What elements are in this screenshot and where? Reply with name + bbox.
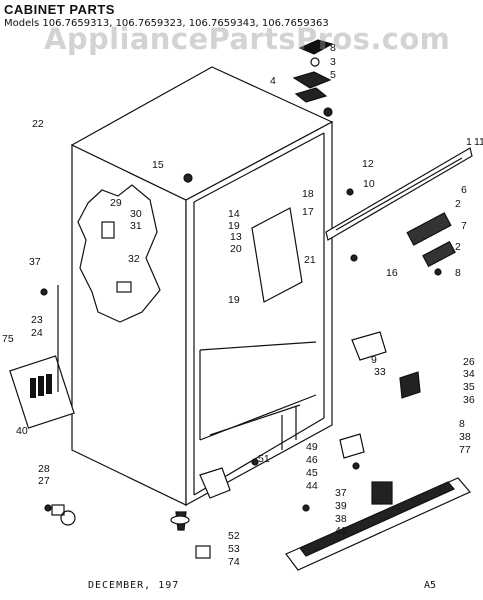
footer-page-number: A5 <box>424 580 437 591</box>
part-callout-2: 2 <box>455 241 461 253</box>
part-callout-21: 21 <box>304 254 316 266</box>
bottom-hinge-assembly <box>199 467 231 499</box>
part-callout-37: 37 <box>29 256 41 268</box>
part-callout-38: 38 <box>459 431 471 443</box>
part-callout-39: 39 <box>335 500 347 512</box>
part-callout-24: 24 <box>31 327 43 339</box>
screw-set <box>40 173 442 512</box>
part-callout-13: 13 <box>230 231 242 243</box>
part-callout-22: 22 <box>32 118 44 130</box>
lower-right-bracket <box>351 331 387 361</box>
part-callout-5: 5 <box>330 69 336 81</box>
part-callout-2: 2 <box>455 198 461 210</box>
part-callout-49: 49 <box>306 441 318 453</box>
part-callout-34: 34 <box>463 368 475 380</box>
part-callout-30: 30 <box>130 208 142 220</box>
lower-right-block <box>371 481 393 505</box>
part-callout-12: 12 <box>362 158 374 170</box>
part-callout-19: 19 <box>228 294 240 306</box>
part-callout-74: 74 <box>228 556 240 568</box>
part-callout-28: 28 <box>38 463 50 475</box>
part-callout-16: 16 <box>386 267 398 279</box>
caster-bracket <box>51 504 65 516</box>
part-callout-18: 18 <box>302 188 314 200</box>
side-cutaway <box>77 184 161 323</box>
part-callout-23: 23 <box>31 314 43 326</box>
part-callout-8: 8 <box>330 42 336 54</box>
part-callout-10: 10 <box>363 178 375 190</box>
part-callout-19: 19 <box>228 220 240 232</box>
hinge-bar <box>325 147 473 268</box>
lower-right-clip <box>339 433 365 459</box>
model-numbers: Models 106.7659313, 106.7659323, 106.765… <box>4 18 329 29</box>
lower-right-hinge <box>399 371 421 399</box>
left-panel-slots <box>30 374 52 398</box>
part-callout-3: 3 <box>330 56 336 68</box>
part-callout-9: 9 <box>371 354 377 366</box>
toe-grille <box>285 477 471 571</box>
cutaway-clip <box>116 281 132 293</box>
part-callout-52: 52 <box>228 530 240 542</box>
part-callout-11: 11 <box>474 136 483 148</box>
part-callout-51: 51 <box>258 453 270 465</box>
part-callout-1: 1 <box>466 136 472 148</box>
part-callout-45: 45 <box>306 467 318 479</box>
leveling-foot <box>170 515 190 525</box>
part-callout-6: 6 <box>461 184 467 196</box>
part-callout-26: 26 <box>463 356 475 368</box>
part-callout-4: 4 <box>270 75 276 87</box>
part-callout-77: 77 <box>459 444 471 456</box>
caster-wheel <box>60 510 76 526</box>
cutaway-bracket <box>101 221 115 239</box>
part-callout-33: 33 <box>374 366 386 378</box>
part-callout-37: 37 <box>335 487 347 499</box>
part-callout-40: 40 <box>16 425 28 437</box>
diagram-title: CABINET PARTS <box>4 2 115 17</box>
part-callout-53: 53 <box>228 543 240 555</box>
part-callout-36: 36 <box>463 394 475 406</box>
part-callout-44: 44 <box>306 480 318 492</box>
part-callout-38: 38 <box>335 513 347 525</box>
part-callout-14: 14 <box>228 208 240 220</box>
part-callout-17: 17 <box>302 206 314 218</box>
part-callout-29: 29 <box>110 197 122 209</box>
part-callout-8: 8 <box>459 418 465 430</box>
footer-date: DECEMBER, 197 <box>88 580 180 591</box>
top-hinge-assembly <box>292 39 334 117</box>
part-callout-75: 75 <box>2 333 14 345</box>
part-callout-32: 32 <box>128 253 140 265</box>
part-callout-7: 7 <box>461 220 467 232</box>
part-callout-20: 20 <box>230 243 242 255</box>
part-callout-41: 41 <box>335 525 347 537</box>
door-stop-bracket <box>251 207 303 303</box>
part-callout-15: 15 <box>152 159 164 171</box>
part-callout-46: 46 <box>306 454 318 466</box>
bottom-hinge-cover <box>195 545 211 559</box>
part-callout-35: 35 <box>463 381 475 393</box>
part-callout-27: 27 <box>38 475 50 487</box>
watermark: AppliancePartsPros.com <box>44 22 451 56</box>
part-callout-31: 31 <box>130 220 142 232</box>
part-callout-8: 8 <box>455 267 461 279</box>
